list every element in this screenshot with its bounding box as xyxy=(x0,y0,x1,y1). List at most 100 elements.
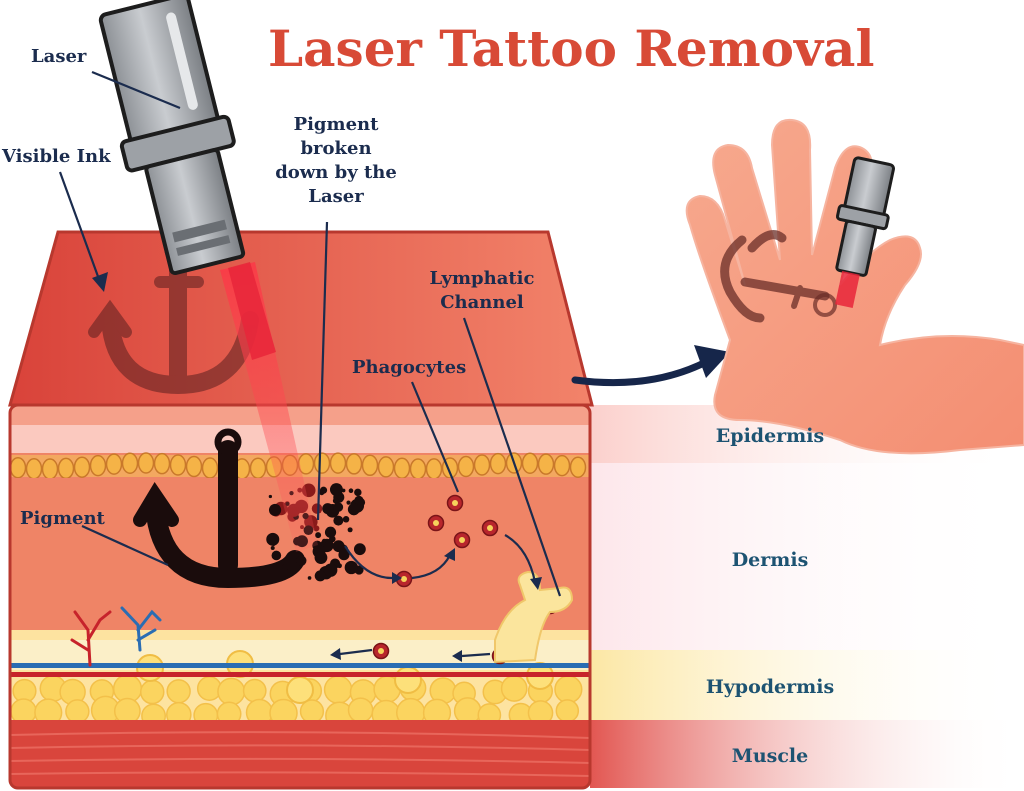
epidermis-cell xyxy=(425,458,443,480)
phagocyte-cell xyxy=(446,494,464,512)
layer-label-epidermis: Epidermis xyxy=(716,425,824,447)
fat-cell xyxy=(217,677,246,706)
epidermis-cell xyxy=(249,457,267,479)
pigment-particle xyxy=(314,551,328,565)
pigment-particle xyxy=(266,532,280,546)
skin-cross-section xyxy=(10,405,590,788)
pigment-particle xyxy=(314,570,326,582)
fat-cell xyxy=(65,699,90,724)
pigment-anchor-icon xyxy=(133,428,305,589)
pigment-particle xyxy=(333,515,344,526)
laser-device-icon xyxy=(98,0,246,276)
pigment-particle xyxy=(307,576,312,580)
fat-cell xyxy=(500,675,528,702)
lymphatic-channel xyxy=(494,570,574,664)
phagocyte-cell xyxy=(453,531,471,549)
epidermis-cell xyxy=(201,457,219,479)
phagocyte-cell xyxy=(427,514,445,532)
pigment-particle xyxy=(348,488,354,494)
phagocyte-cell xyxy=(372,642,390,660)
pigment-particle xyxy=(324,563,338,577)
epidermis-cell xyxy=(169,454,187,476)
layer-label-dermis: Dermis xyxy=(732,549,809,571)
pigment-particle xyxy=(270,545,275,550)
pigment-particle xyxy=(324,526,337,538)
fat-cell xyxy=(299,699,325,724)
epidermis-cell xyxy=(10,456,27,479)
pigment-particle xyxy=(319,490,325,496)
svg-text:broken: broken xyxy=(300,138,371,159)
pigment-particle xyxy=(313,525,320,532)
hand-icon xyxy=(685,118,1024,455)
layer-label-muscle: Muscle xyxy=(732,745,808,767)
fat-cell xyxy=(286,676,314,704)
label-lymphatic-channel: Lymphatic Channel xyxy=(430,268,535,313)
capillaries xyxy=(70,606,162,667)
epidermis-cell xyxy=(137,452,155,474)
pigment-particle xyxy=(338,549,350,561)
epidermis-cell xyxy=(537,453,555,475)
label-phagocytes: Phagocytes xyxy=(352,357,466,378)
epidermis-cell xyxy=(89,454,107,477)
epidermis-cell xyxy=(73,456,91,478)
pigment-particle xyxy=(332,540,345,553)
pigment-particle xyxy=(333,502,344,512)
svg-text:Lymphatic: Lymphatic xyxy=(430,268,535,289)
phagocyte-cell xyxy=(481,519,499,537)
label-visible-ink: Visible Ink xyxy=(1,146,111,167)
epidermis-cell xyxy=(345,453,363,475)
layer-label-hypodermis: Hypodermis xyxy=(706,676,834,698)
pigment-particle xyxy=(268,494,273,499)
fat-cell xyxy=(554,675,583,704)
svg-text:down by the: down by the xyxy=(275,162,397,183)
epidermis-cell xyxy=(393,457,411,479)
laser-beam xyxy=(220,262,318,552)
fat-cell xyxy=(113,697,141,725)
pigment-particle xyxy=(321,538,327,544)
page-title: Laser Tattoo Removal xyxy=(268,19,874,78)
pigment-particle xyxy=(332,497,339,504)
pigment-particle xyxy=(354,488,362,497)
pigment-particle xyxy=(337,492,342,496)
curved-arrow-icon xyxy=(571,345,730,387)
muscle-fibers xyxy=(10,731,590,777)
epidermis-cell xyxy=(473,454,491,476)
layer-bands xyxy=(590,405,1024,788)
hypodermis-band xyxy=(590,650,1024,720)
epidermis-cell xyxy=(41,458,59,480)
pigment-particle xyxy=(353,543,366,556)
muscle-band xyxy=(590,720,1024,788)
epidermis-cell xyxy=(329,452,347,474)
epidermis-cell xyxy=(105,453,123,475)
epidermis-cell xyxy=(57,457,75,480)
epidermis-cell xyxy=(153,452,171,475)
label-laser: Laser xyxy=(31,46,87,67)
pigment-particle xyxy=(296,555,307,566)
fat-cell xyxy=(139,679,165,705)
fat-cell xyxy=(242,678,267,703)
pigment-particle xyxy=(344,560,358,575)
epidermis-cell xyxy=(361,454,379,477)
dermis-band xyxy=(590,463,1024,650)
artery xyxy=(10,672,590,677)
epidermis-cell xyxy=(185,455,203,478)
svg-text:Pigment: Pigment xyxy=(294,114,380,135)
pigment-particle xyxy=(347,527,353,533)
pigment-particle xyxy=(346,500,351,505)
pigment-particle xyxy=(271,550,282,561)
svg-text:Laser: Laser xyxy=(308,186,364,207)
epidermis-cell xyxy=(553,454,571,477)
flow-arrows xyxy=(339,534,537,658)
pigment-particle xyxy=(268,503,282,517)
pigment-particle xyxy=(322,503,334,515)
pigment-particle xyxy=(282,563,289,571)
epidermis-cell xyxy=(521,452,539,474)
pigment-particle xyxy=(342,516,350,523)
pigment-particle xyxy=(315,532,322,539)
label-pigment: Pigment xyxy=(20,508,106,529)
pigment-particle xyxy=(341,488,346,493)
epidermis-cell xyxy=(569,456,587,478)
epidermis-cell xyxy=(377,456,395,478)
label-pigment-broken: Pigment broken down by the Laser xyxy=(275,114,397,207)
